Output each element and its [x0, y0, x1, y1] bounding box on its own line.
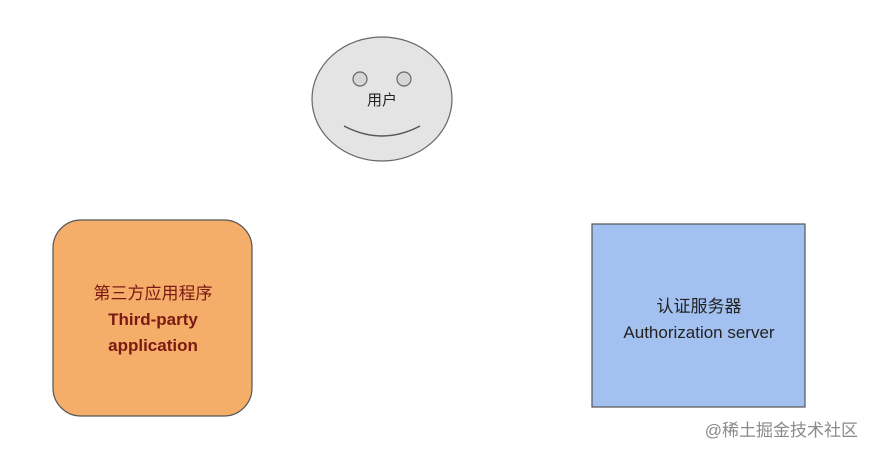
- user-label: 用户: [332, 88, 432, 110]
- authorization-server-label: 认证服务器 Authorization server: [594, 290, 804, 350]
- user-label-text: 用户: [366, 91, 397, 109]
- third-party-app-label-en-line1: Third-party: [108, 310, 198, 329]
- authorization-server-box: [591, 223, 806, 408]
- user-face-shape: [311, 36, 453, 162]
- third-party-app-label-zh: 第三方应用程序: [93, 284, 213, 303]
- third-party-app-label-en-line2: application: [108, 336, 198, 355]
- user-node: [311, 36, 453, 162]
- watermark-text: @稀土掘金技术社区: [704, 421, 858, 440]
- user-right-eye: [396, 71, 412, 87]
- user-left-eye: [352, 71, 368, 87]
- third-party-app-box: [52, 219, 253, 417]
- third-party-app-label: 第三方应用程序 Third-party application: [56, 280, 250, 360]
- user-mouth: [343, 125, 421, 137]
- authorization-server-label-en: Authorization server: [623, 323, 775, 342]
- authorization-server-label-zh: 认证服务器: [656, 297, 742, 316]
